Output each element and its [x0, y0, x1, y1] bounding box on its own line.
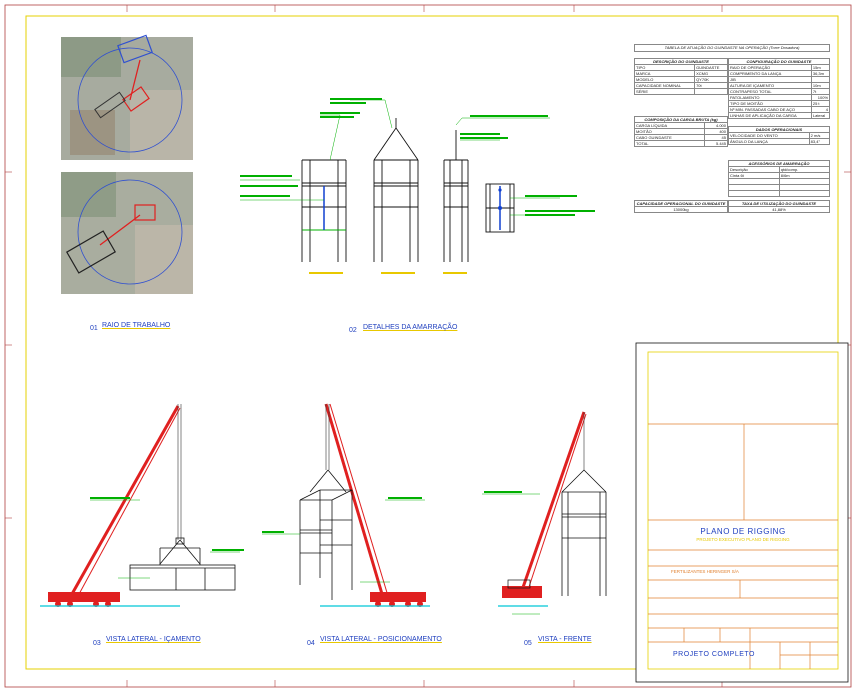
outer-frame — [4, 4, 852, 688]
table-header: TAXA DE UTILIZAÇÃO DO GUINDASTE — [728, 200, 830, 207]
project-status: PROJETO COMPLETO — [672, 651, 756, 658]
crane-view-03 — [40, 404, 236, 607]
client-name: FERTILIZANTES HERINGER S/A — [671, 569, 739, 574]
crane-view-04 — [299, 403, 430, 607]
table-header: CAPACIDADE OPERACIONAL DO GUINDASTE — [634, 200, 728, 207]
lashing-detail-c — [443, 130, 469, 262]
view-02-sublabels — [309, 272, 467, 274]
drawing-subtitle: PROJETO EXECUTIVO PLANO DE RIGGING — [696, 537, 790, 542]
load-composition-table: COMPOSIÇÃO DA CARGA BRUTA (kg) CARGA LÍQ… — [634, 116, 729, 147]
crane-configuration-table: CONFIGURAÇÃO DO GUINDASTE RAIO DE OPERAÇ… — [728, 58, 831, 119]
lashing-detail-b — [373, 118, 419, 262]
inner-border — [25, 15, 839, 670]
table-header: COMPOSIÇÃO DA CARGA BRUTA (kg) — [634, 116, 728, 123]
view-title: VISTA LATERAL - POSICIONAMENTO — [320, 636, 442, 643]
view-number: 01 — [90, 325, 98, 332]
title-block-frame — [635, 342, 849, 683]
crane-view-05 — [498, 411, 607, 607]
lashing-detail-a — [301, 159, 347, 262]
drawing-title: PLANO DE RIGGING — [700, 527, 786, 536]
view-number: 04 — [307, 640, 315, 647]
view-number: 05 — [524, 640, 532, 647]
lashing-detail-plan — [485, 183, 515, 233]
table-row: 13000kg — [634, 206, 728, 213]
view-number: 03 — [93, 640, 101, 647]
view-title: VISTA - FRENTE — [538, 636, 592, 643]
table-row: 41,88% — [728, 206, 830, 213]
view-title: DETALHES DA AMARRAÇÃO — [363, 324, 458, 331]
operation-table-caption: TABELA DE ATUAÇÃO DO GUINDASTE NA OPERAÇ… — [634, 44, 830, 52]
crane-capacity-table: CAPACIDADE OPERACIONAL DO GUINDASTE 1300… — [634, 200, 728, 213]
view-title: RAIO DE TRABALHO — [102, 322, 171, 329]
table-row: SÉRIE — [633, 88, 728, 95]
view-title: VISTA LATERAL - IÇAMENTO — [106, 636, 201, 643]
annotation-leaders — [240, 99, 560, 216]
title-block-lines — [648, 423, 838, 669]
lower-annotation-leaders — [90, 493, 540, 615]
table-caption: TABELA DE ATUAÇÃO DO GUINDASTE NA OPERAÇ… — [634, 44, 830, 52]
table-row — [728, 190, 831, 197]
view-number: 02 — [349, 327, 357, 334]
aerial-photo-bottom — [61, 172, 193, 294]
title-block-inner — [647, 351, 839, 670]
aerial-photo-top — [61, 34, 193, 160]
crane-usage-table: TAXA DE UTILIZAÇÃO DO GUINDASTE 41,88% — [728, 200, 830, 213]
